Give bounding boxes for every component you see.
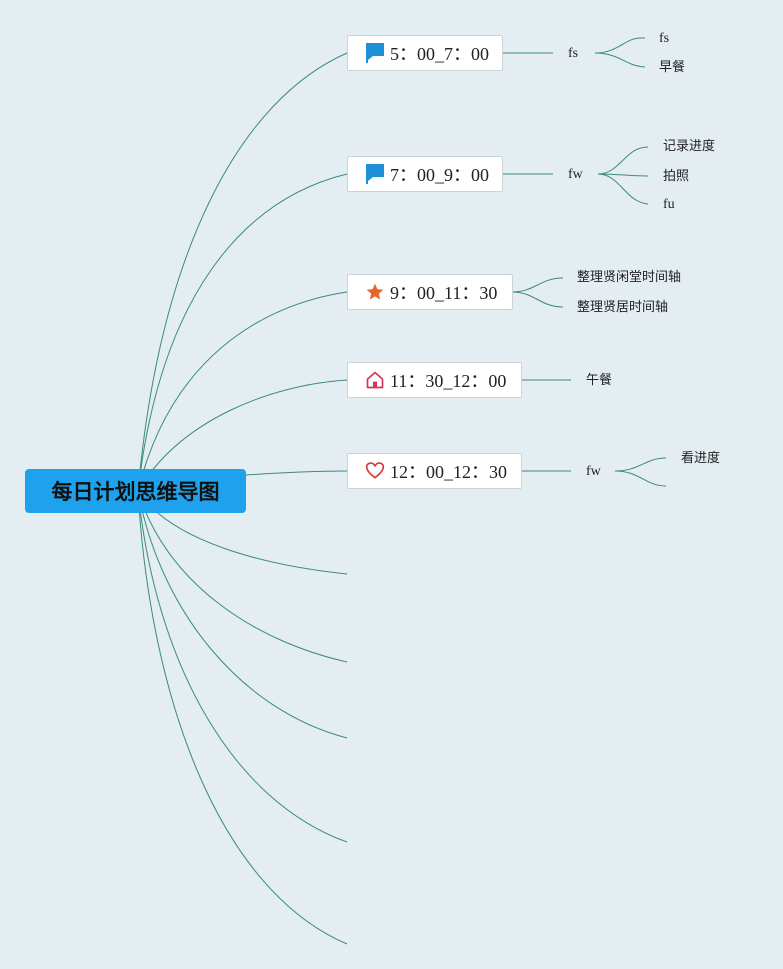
heart-icon bbox=[364, 460, 386, 482]
leaf-3-1[interactable]: 整理贤闲堂时间轴 bbox=[577, 270, 682, 285]
leaf-2-3[interactable]: fu bbox=[663, 197, 675, 212]
leaf-5-1[interactable]: 看进度 bbox=[681, 451, 721, 466]
connector-t2-sub-leaf-1 bbox=[597, 146, 649, 175]
subtopic-1[interactable]: fs bbox=[568, 46, 579, 61]
topic-4[interactable]: 11：30_12：00 bbox=[347, 362, 522, 398]
connector-root-topic-3 bbox=[137, 291, 348, 492]
connector-root-topic-1 bbox=[137, 52, 348, 492]
topic-1[interactable]: 5：00_7：00 bbox=[347, 35, 503, 71]
connector-root-topic-4 bbox=[137, 379, 348, 492]
connector-root-empty-3 bbox=[137, 490, 348, 739]
topic-3-label: 9：00_11：30 bbox=[390, 283, 498, 303]
subtopic-5[interactable]: fw bbox=[586, 464, 601, 479]
star-icon bbox=[364, 281, 386, 303]
connector-root-topic-2 bbox=[137, 173, 348, 492]
leaf-2-1[interactable]: 记录进度 bbox=[663, 139, 716, 154]
connector-t3-leaf-1 bbox=[511, 277, 564, 293]
topic-2-label: 7：00_9：00 bbox=[390, 165, 489, 185]
central-topic[interactable]: 每日计划思维导图 bbox=[25, 469, 246, 513]
connector-root-topic-5 bbox=[245, 470, 348, 476]
connector-t2-sub-leaf-3 bbox=[597, 173, 649, 205]
topic-3[interactable]: 9：00_11：30 bbox=[347, 274, 513, 310]
connector-t5-sub-leaf-1 bbox=[614, 457, 667, 472]
topic-2[interactable]: 7：00_9：00 bbox=[347, 156, 503, 192]
topic-1-label: 5：00_7：00 bbox=[390, 44, 489, 64]
flag-icon bbox=[364, 163, 386, 185]
leaf-2-2[interactable]: 拍照 bbox=[663, 169, 690, 184]
connector-t1-sub-leaf-2 bbox=[594, 52, 646, 68]
house-icon bbox=[364, 369, 386, 391]
connector-t5-sub-leaf-2 bbox=[614, 470, 667, 487]
connector-root-empty-2 bbox=[137, 490, 348, 663]
topic-5-label: 12：00_12：30 bbox=[390, 462, 507, 482]
leaf-1-1[interactable]: fs bbox=[659, 31, 670, 46]
leaf-3-2[interactable]: 整理贤居时间轴 bbox=[577, 300, 669, 315]
connector-t3-leaf-2 bbox=[511, 291, 564, 308]
connector-t1-sub-leaf-1 bbox=[594, 37, 646, 54]
leaf-1-2[interactable]: 早餐 bbox=[659, 60, 686, 75]
subtopic-4[interactable]: 午餐 bbox=[586, 373, 613, 388]
flag-icon bbox=[364, 42, 386, 64]
connector-root-empty-4 bbox=[137, 490, 348, 843]
connector-root-empty-5 bbox=[137, 490, 348, 945]
central-topic-label: 每日计划思维导图 bbox=[51, 480, 220, 504]
topic-4-label: 11：30_12：00 bbox=[390, 371, 507, 391]
subtopic-2[interactable]: fw bbox=[568, 167, 583, 182]
topic-5[interactable]: 12：00_12：30 bbox=[347, 453, 522, 489]
